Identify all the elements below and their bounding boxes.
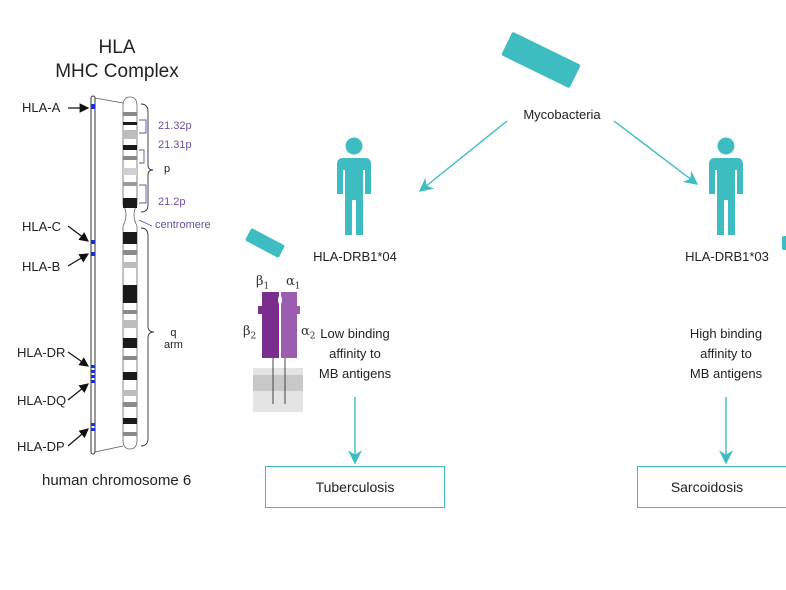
outcome-label-sarcoidosis: Sarcoidosis [670,479,744,495]
beta2-subscript: 2 [250,331,257,342]
gene-label-hla-dq: HLA-DQ [17,393,67,408]
beta2-symbol: β [243,324,251,339]
band-label-21-31p: 21.31p [158,139,192,151]
chromosome-title-line1: HLA [98,37,136,58]
band-brackets [138,119,153,227]
mhc-molecule [253,292,303,412]
mycobacteria-rod-large [501,32,581,88]
person-icon-right [709,137,743,235]
p-arm-label: p [164,163,171,175]
outcome-box-tuberculosis: Tuberculosis [265,466,445,508]
beta2-label: β2 [243,324,256,342]
chromosome-title: HLA MHC Complex [37,36,197,84]
beta1-symbol: β [256,274,264,289]
left-effect-line1: Low binding [320,326,390,341]
arm-braces [140,103,155,447]
beta1-subscript: 1 [263,281,270,292]
right-effect-text: High binding affinity to MB antigens [666,324,786,384]
chromosome-caption: human chromosome 6 [42,472,192,489]
q-arm-label-line1: q [170,327,177,339]
gene-arrows [67,103,90,447]
left-allele-label: HLA-DRB1*04 [313,249,397,264]
person-icon-left [337,137,371,235]
right-allele-label: HLA-DRB1*03 [685,249,769,264]
right-effect-line1: High binding [689,326,763,341]
alpha2-subscript: 2 [309,331,316,342]
mycobacteria-rod-edge [782,236,786,250]
gene-label-hla-dr: HLA-DR [17,345,66,360]
alpha1-label: α1 [286,274,301,292]
alpha1-subscript: 1 [294,281,301,292]
gene-label-hla-dp: HLA-DP [17,439,65,454]
alpha2-symbol: α [301,324,310,339]
thin-chromosome [90,95,124,455]
band-label-21-32p: 21.32p [158,120,192,132]
band-label-21-2p: 21.2p [158,196,186,208]
mycobacteria-rod-small [245,228,285,258]
chromosome-title-line2: MHC Complex [55,61,179,82]
left-effect-line3: MB antigens [318,366,392,381]
banded-chromosome [122,96,138,450]
alpha1-symbol: α [286,274,295,289]
left-effect-line2: affinity to [329,346,381,361]
right-effect-line2: affinity to [700,346,752,361]
gene-label-hla-a: HLA-A [22,100,61,115]
alpha2-label: α2 [301,324,316,342]
flow-arrows [348,120,733,465]
right-effect-line3: MB antigens [689,366,763,381]
centromere-label: centromere [155,219,211,231]
q-arm-label: q arm [164,327,183,351]
gene-label-hla-b: HLA-B [22,259,61,274]
outcome-label-tuberculosis: Tuberculosis [315,479,395,495]
gene-label-hla-c: HLA-C [22,219,62,234]
outcome-box-sarcoidosis: Sarcoidosis [637,466,786,508]
trigger-label: Mycobacteria [523,107,601,122]
left-effect-text: Low binding affinity to MB antigens [295,324,415,384]
beta1-label: β1 [256,274,269,292]
q-arm-label-line2: arm [164,339,183,351]
